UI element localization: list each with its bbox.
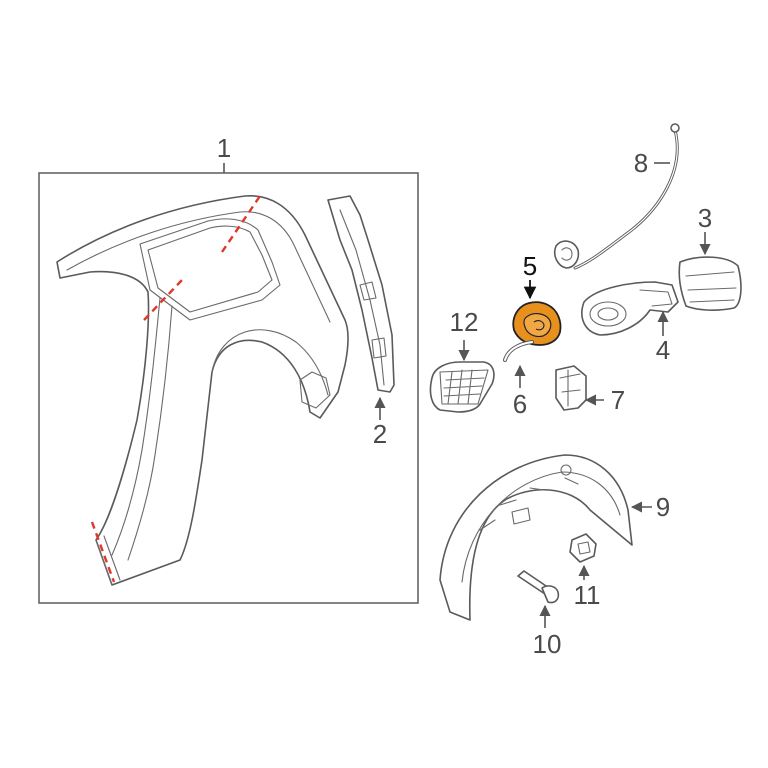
vent-grille [429, 340, 495, 413]
callout-2: 2 [373, 419, 387, 449]
callout-12: 12 [450, 307, 479, 337]
callout-9: 9 [656, 492, 670, 522]
callout-8: 8 [634, 148, 648, 178]
callout-10: 10 [533, 629, 562, 659]
callout-6: 6 [513, 389, 527, 419]
callout-1: 1 [217, 133, 231, 163]
lock-actuator [555, 365, 604, 411]
drain-hose [503, 340, 534, 388]
callout-5: 5 [523, 251, 537, 281]
screw [517, 570, 560, 628]
filler-housing [581, 281, 679, 336]
callout-3: 3 [698, 203, 712, 233]
callout-11: 11 [574, 580, 601, 610]
callout-7: 7 [611, 385, 625, 415]
quarter-panel-illustration [56, 194, 349, 586]
fuel-door [678, 232, 742, 311]
cut-line-sill [90, 521, 116, 583]
inner-reinforcement [327, 195, 395, 420]
release-cable [553, 123, 680, 270]
cut-line-pillar [143, 279, 183, 321]
wheel-house-liner [439, 454, 652, 621]
fuel-filler-seal [512, 280, 562, 346]
quarter-panel-group [38, 163, 419, 604]
clip-nut [569, 533, 597, 580]
part-1-frame [38, 172, 419, 604]
callout-4: 4 [656, 335, 670, 365]
